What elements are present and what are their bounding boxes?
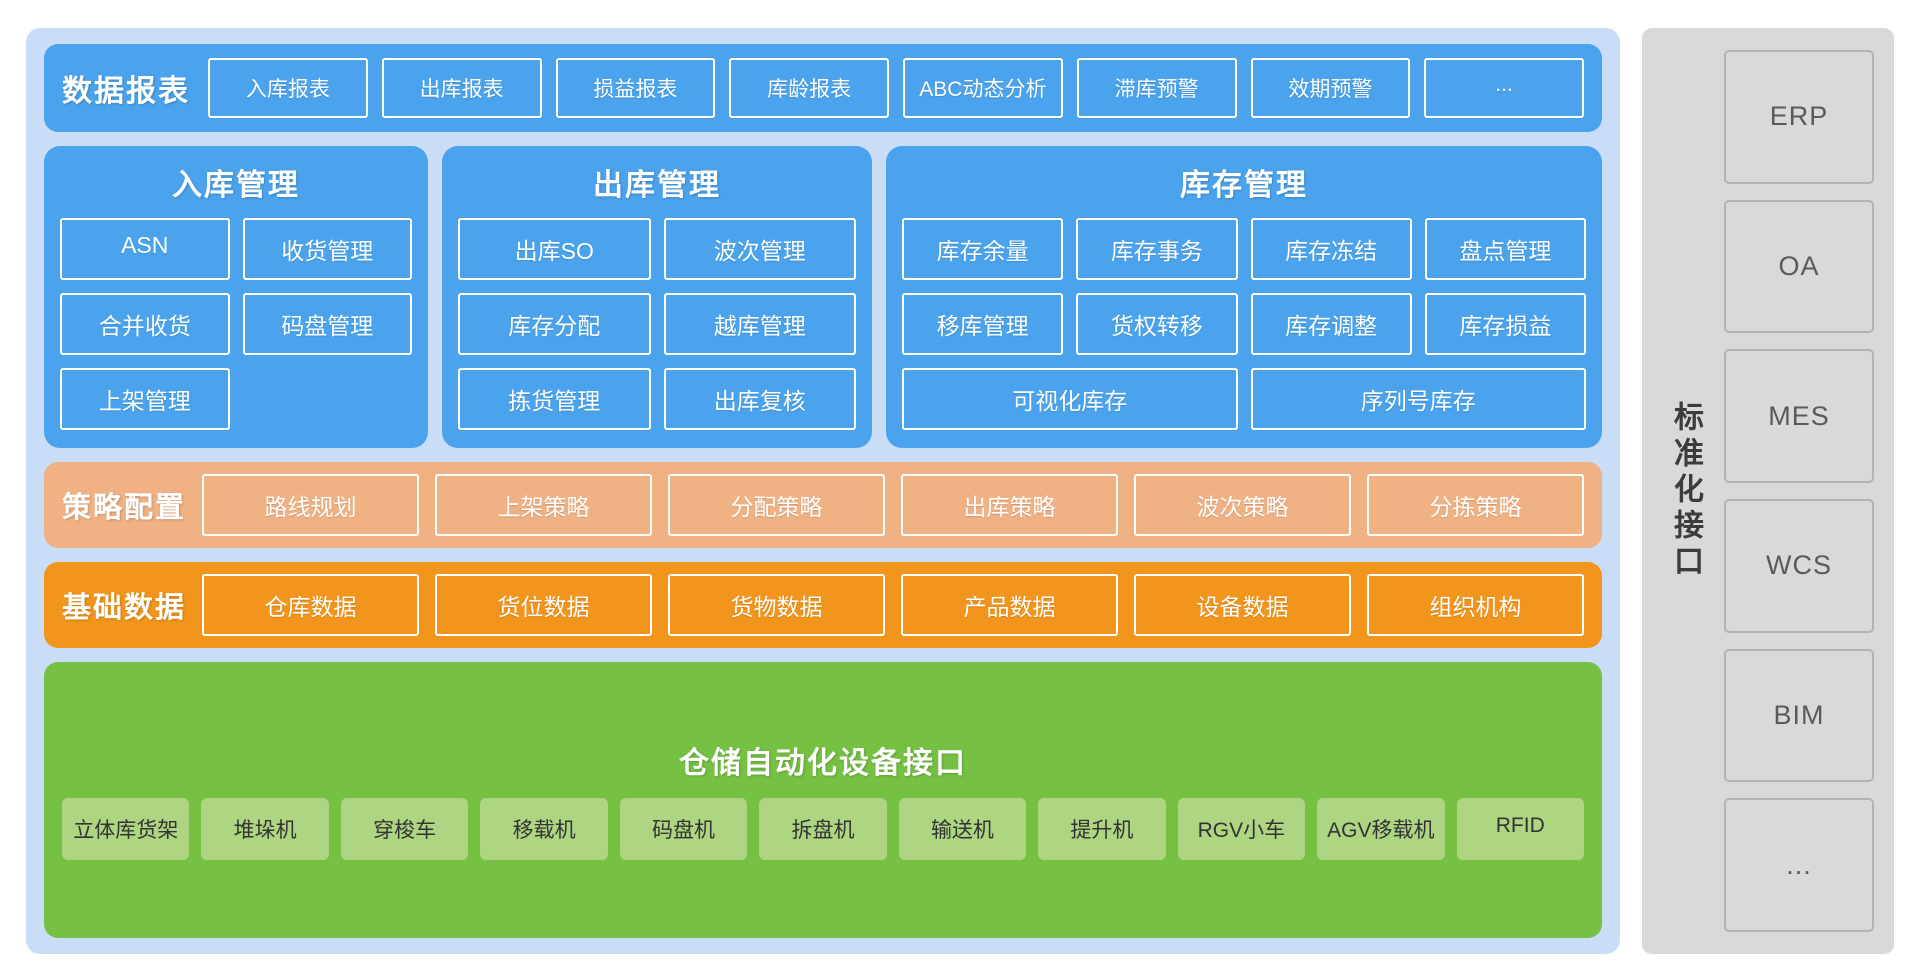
modules-row: 入库管理 ASN 收货管理 合并收货 码盘管理 上架管理 出库管理 出库SO 波… [44,146,1602,448]
module-tile[interactable]: ASN [60,218,230,280]
basic-data-band: 基础数据 仓库数据 货位数据 货物数据 产品数据 设备数据 组织机构 [44,562,1602,648]
sidebar-item-bim[interactable]: BIM [1724,648,1874,783]
module-tile-wide[interactable]: 序列号库存 [1250,368,1586,430]
strategy-config-band: 策略配置 路线规划 上架策略 分配策略 出库策略 波次策略 分拣策略 [44,462,1602,548]
sidebar-vertical-label: 标准化接口 [1669,401,1702,581]
strategy-chip[interactable]: 出库策略 [901,474,1119,536]
equipment-chip[interactable]: 码盘机 [619,798,748,860]
sidebar-item-list: ERP OA MES WCS BIM ... [1724,50,1874,933]
standard-interface-sidebar: 标准化接口 ERP OA MES WCS BIM ... [1642,28,1894,954]
basic-data-chip[interactable]: 设备数据 [1134,574,1352,636]
report-chip[interactable]: 库龄报表 [729,58,889,118]
module-tile-wide[interactable]: 可视化库存 [902,368,1238,430]
module-outbound-title: 出库管理 [593,169,721,202]
module-tile[interactable]: 拣货管理 [458,368,651,430]
automation-equipment-band: 仓储自动化设备接口 立体库货架 堆垛机 穿梭车 移载机 码盘机 拆盘机 输送机 … [44,662,1602,938]
sidebar-item-erp[interactable]: ERP [1724,50,1874,184]
module-tile[interactable]: 出库复核 [663,368,856,430]
module-tile[interactable]: 库存冻结 [1250,218,1412,280]
equipment-chip[interactable]: 移载机 [480,798,608,860]
equipment-chip[interactable]: RFID [1456,798,1584,860]
sidebar-item-oa[interactable]: OA [1724,199,1874,334]
module-tile[interactable]: 出库SO [458,218,651,280]
module-tile[interactable]: 移库管理 [902,293,1064,355]
module-tile[interactable]: 盘点管理 [1424,218,1586,280]
equipment-chip[interactable]: RGV小车 [1177,798,1306,860]
report-chip[interactable]: ABC动态分析 [903,58,1063,118]
equipment-chip[interactable]: AGV移载机 [1317,798,1445,860]
equipment-chip[interactable]: 拆盘机 [759,798,887,860]
module-inventory-tiles: 库存余量 库存事务 库存冻结 盘点管理 移库管理 货权转移 库存调整 库存损益 … [902,218,1586,430]
strategy-chip[interactable]: 波次策略 [1134,474,1352,536]
module-inbound: 入库管理 ASN 收货管理 合并收货 码盘管理 上架管理 [44,146,428,448]
basic-data-title: 基础数据 [62,592,187,624]
equipment-chip[interactable]: 堆垛机 [201,798,329,860]
data-reports-chip-list: 入库报表 出库报表 损益报表 库龄报表 ABC动态分析 滞库预警 效期预警 ..… [208,58,1584,118]
basic-data-chip[interactable]: 仓库数据 [202,574,420,636]
module-outbound-tiles: 出库SO 波次管理 库存分配 越库管理 拣货管理 出库复核 [458,218,856,430]
equipment-chip[interactable]: 提升机 [1038,798,1166,860]
module-tile[interactable]: 码盘管理 [242,293,412,355]
report-chip[interactable]: 效期预警 [1250,58,1411,118]
module-inventory-title: 库存管理 [1180,169,1308,202]
basic-data-chip[interactable]: 货位数据 [435,574,653,636]
basic-data-chip[interactable]: 货物数据 [668,574,886,636]
strategy-chip[interactable]: 分配策略 [668,474,886,536]
strategy-chip[interactable]: 上架策略 [435,474,653,536]
module-inbound-title: 入库管理 [172,169,300,202]
module-inventory: 库存管理 库存余量 库存事务 库存冻结 盘点管理 移库管理 货权转移 库存调整 … [886,146,1602,448]
equipment-chip[interactable]: 穿梭车 [340,798,469,860]
strategy-config-title: 策略配置 [62,492,187,524]
strategy-chip[interactable]: 路线规划 [202,474,420,536]
sidebar-item-mes[interactable]: MES [1724,349,1874,484]
module-tile[interactable]: 库存损益 [1424,293,1586,355]
report-chip[interactable]: 损益报表 [555,58,716,118]
module-tile[interactable]: 库存事务 [1076,218,1238,280]
module-tile-placeholder [243,368,413,430]
equipment-chip[interactable]: 输送机 [898,798,1027,860]
report-chip[interactable]: 滞库预警 [1076,58,1237,118]
data-reports-title: 数据报表 [62,75,190,108]
strategy-chip-list: 路线规划 上架策略 分配策略 出库策略 波次策略 分拣策略 [202,474,1585,536]
module-tile[interactable]: 库存分配 [458,293,651,355]
equipment-chip[interactable]: 立体库货架 [62,798,190,860]
report-chip[interactable]: 出库报表 [381,58,542,118]
module-inbound-tiles: ASN 收货管理 合并收货 码盘管理 上架管理 [60,218,412,430]
basic-data-chip-list: 仓库数据 货位数据 货物数据 产品数据 设备数据 组织机构 [202,574,1585,636]
sidebar-item-more[interactable]: ... [1724,798,1874,933]
automation-chip-list: 立体库货架 堆垛机 穿梭车 移载机 码盘机 拆盘机 输送机 提升机 RGV小车 … [62,798,1584,860]
module-tile[interactable]: 库存余量 [902,218,1064,280]
basic-data-chip[interactable]: 产品数据 [901,574,1119,636]
module-tile[interactable]: 货权转移 [1076,293,1238,355]
module-tile[interactable]: 越库管理 [663,293,856,355]
sidebar-item-wcs[interactable]: WCS [1724,499,1874,633]
automation-title: 仓储自动化设备接口 [679,747,967,780]
module-tile[interactable]: 上架管理 [60,368,230,430]
report-chip-more[interactable]: ... [1424,58,1584,118]
data-reports-band: 数据报表 入库报表 出库报表 损益报表 库龄报表 ABC动态分析 滞库预警 效期… [44,44,1602,132]
module-tile[interactable]: 波次管理 [663,218,856,280]
wms-main-panel: 数据报表 入库报表 出库报表 损益报表 库龄报表 ABC动态分析 滞库预警 效期… [26,28,1620,954]
report-chip[interactable]: 入库报表 [208,58,368,118]
strategy-chip[interactable]: 分拣策略 [1367,474,1585,536]
basic-data-chip[interactable]: 组织机构 [1367,574,1585,636]
module-tile[interactable]: 收货管理 [242,218,412,280]
module-tile[interactable]: 库存调整 [1250,293,1412,355]
module-tile[interactable]: 合并收货 [60,293,230,355]
module-outbound: 出库管理 出库SO 波次管理 库存分配 越库管理 拣货管理 出库复核 [442,146,872,448]
